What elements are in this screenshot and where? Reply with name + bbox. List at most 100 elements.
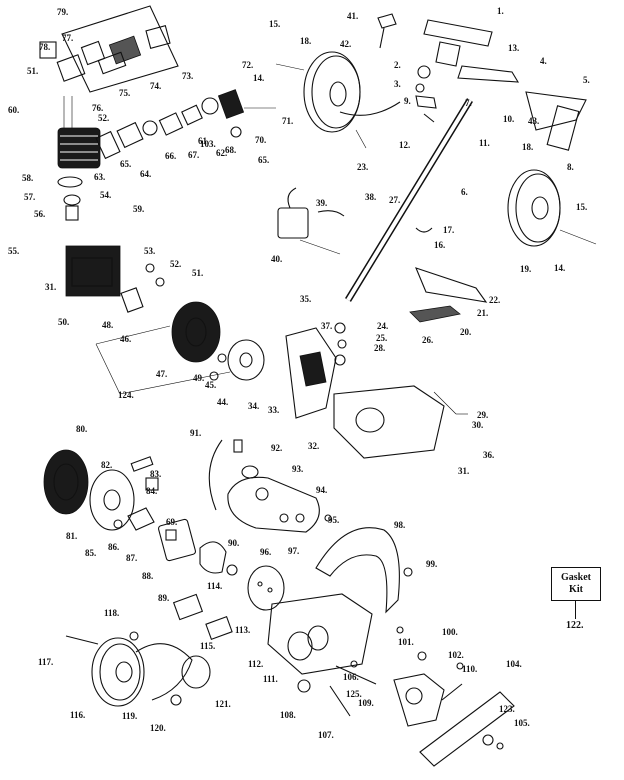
callout-61: 61. <box>198 136 209 146</box>
callout-21: 21. <box>477 308 488 318</box>
callout-25: 25. <box>376 333 387 343</box>
callout-56: 56. <box>34 209 45 219</box>
callout-52: 52. <box>98 113 109 123</box>
callout-74: 74. <box>150 81 161 91</box>
callout-11: 11. <box>479 138 490 148</box>
callout-100: 100. <box>442 627 458 637</box>
callout-99: 99. <box>426 559 437 569</box>
recoil-starter <box>43 449 159 531</box>
callout-34: 34. <box>248 401 259 411</box>
callout-22: 22. <box>489 295 500 305</box>
callout-58: 58. <box>22 173 33 183</box>
callout-41: 41. <box>347 11 358 21</box>
callout-68: 68. <box>225 145 236 155</box>
callout-118: 118. <box>104 608 119 618</box>
callout-23: 23. <box>357 162 368 172</box>
front-wheel-right <box>507 169 597 247</box>
callout-50: 50. <box>58 317 69 327</box>
callout-71: 71. <box>282 116 293 126</box>
callout-44: 44. <box>217 397 228 407</box>
callout-13: 13. <box>508 43 519 53</box>
callout-8: 8. <box>567 162 574 172</box>
callout-116: 116. <box>70 710 85 720</box>
callout-49: 49. <box>193 373 204 383</box>
callout-123: 123. <box>499 704 515 714</box>
callout-10: 10. <box>503 114 514 124</box>
callout-86: 86. <box>108 542 119 552</box>
callout-83: 83. <box>150 469 161 479</box>
callout-84: 84. <box>146 486 157 496</box>
callout-80: 80. <box>76 424 87 434</box>
callout-65b: 65. <box>258 155 269 165</box>
callout-94: 94. <box>316 485 327 495</box>
gasket-kit-line2: Kit <box>569 584 583 595</box>
gasket-kit-line1: Gasket <box>561 572 591 583</box>
callout-labels: 1. 2. 3. 4. 5. 6. 7. 8. 9. 10. 11. 12. 1… <box>8 6 590 740</box>
callout-88: 88. <box>142 571 153 581</box>
callout-15: 15. <box>269 19 280 29</box>
callout-42: 42. <box>340 39 351 49</box>
callout-2: 2. <box>394 60 401 70</box>
gear-housing <box>285 227 488 459</box>
callout-107: 107. <box>318 730 334 740</box>
blade-guard <box>267 527 427 675</box>
callout-96: 96. <box>260 547 271 557</box>
callout-55: 55. <box>8 246 19 256</box>
callout-105: 105. <box>514 718 530 728</box>
callout-18: 18. <box>300 36 311 46</box>
callout-75: 75. <box>119 88 130 98</box>
callout-17: 17. <box>443 225 454 235</box>
callout-48: 48. <box>102 320 113 330</box>
callout-66: 66. <box>165 151 176 161</box>
callout-76: 76. <box>92 103 103 113</box>
callout-82: 82. <box>101 460 112 470</box>
callout-15b: 15. <box>576 202 587 212</box>
cylinder <box>57 96 101 221</box>
callout-92: 92. <box>271 443 282 453</box>
callout-3: 3. <box>394 79 401 89</box>
callout-103: 103. <box>200 139 216 149</box>
callout-6: 6. <box>461 187 468 197</box>
callout-65: 65. <box>120 159 131 169</box>
callout-53: 53. <box>144 246 155 256</box>
callout-108: 108. <box>280 710 296 720</box>
callout-73: 73. <box>182 71 193 81</box>
callout-18b: 18. <box>522 142 533 152</box>
callout-1: 1. <box>497 6 504 16</box>
callout-31: 31. <box>45 282 56 292</box>
callout-5: 5. <box>583 75 590 85</box>
fuel-tank <box>208 439 332 533</box>
callout-78: 78. <box>39 42 50 52</box>
callout-52b: 52. <box>170 259 181 269</box>
callout-79: 79. <box>57 7 68 17</box>
callout-63: 63. <box>94 172 105 182</box>
callout-104: 104. <box>506 659 522 669</box>
rear-wheel-top <box>275 51 361 133</box>
callout-4: 4. <box>540 56 547 66</box>
callout-40: 40. <box>271 254 282 264</box>
callout-57: 57. <box>24 192 35 202</box>
callout-37: 37. <box>321 321 332 331</box>
air-filter-group <box>39 5 179 93</box>
bottom-left-wheel <box>65 631 211 707</box>
callout-89: 89. <box>158 593 169 603</box>
callout-69: 69. <box>166 517 177 527</box>
callout-29: 29. <box>477 410 488 420</box>
callout-102: 102. <box>448 650 464 660</box>
carburetor-chain <box>95 89 276 160</box>
handle-shaft <box>339 98 473 302</box>
callout-62: 62. <box>216 148 227 158</box>
callout-30: 30. <box>472 420 483 430</box>
callout-60: 60. <box>8 105 19 115</box>
callout-39: 39. <box>316 198 327 208</box>
callout-72: 72. <box>242 60 253 70</box>
callout-51: 51. <box>27 66 38 76</box>
callout-51b: 51. <box>192 268 203 278</box>
crankcase <box>65 245 265 395</box>
callout-110: 110. <box>462 664 477 674</box>
callout-33: 33. <box>268 405 279 415</box>
gasket-kit-number: 122. <box>566 620 584 631</box>
callout-59: 59. <box>133 204 144 214</box>
callout-125: 125. <box>346 689 362 699</box>
